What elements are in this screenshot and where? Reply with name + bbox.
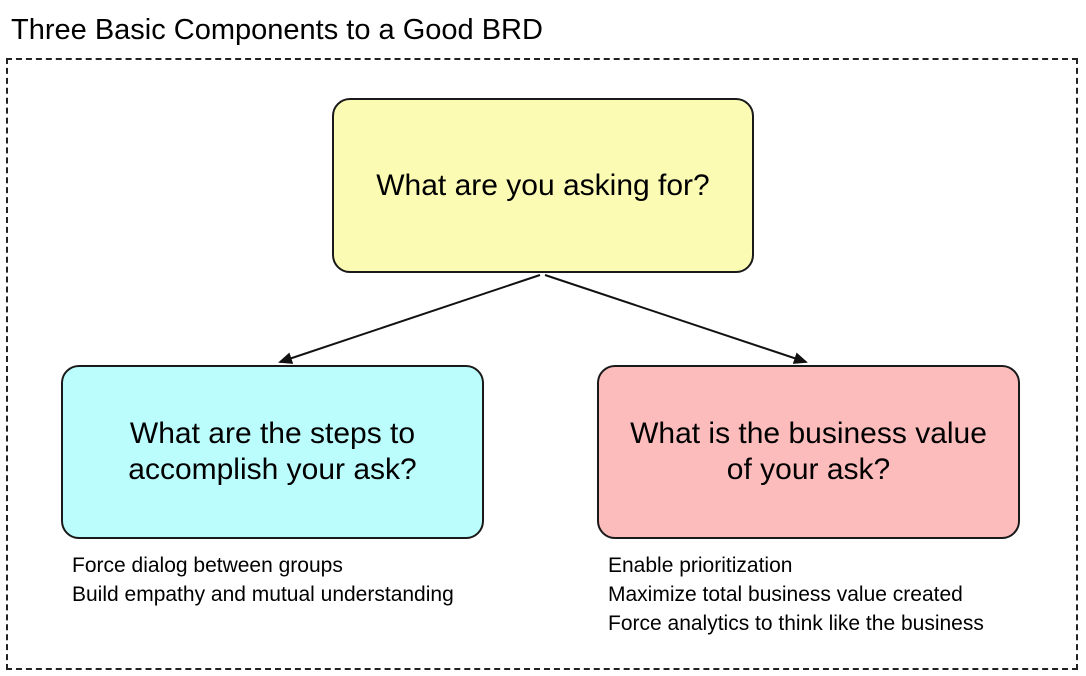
diagram-title: Three Basic Components to a Good BRD bbox=[11, 14, 543, 46]
node-asking-for: What are you asking for? bbox=[332, 98, 754, 273]
business-value-note: Enable prioritization bbox=[608, 554, 793, 577]
arrow-to-business-value bbox=[544, 274, 808, 364]
node-business-value-label-line2: of your ask? bbox=[726, 453, 891, 486]
node-steps-label-line2: accomplish your ask? bbox=[128, 453, 417, 486]
steps-notes: Force dialog between groups Build empath… bbox=[72, 551, 454, 609]
node-business-value-label-line1: What is the business value bbox=[630, 417, 987, 450]
business-value-note: Maximize total business value created bbox=[608, 583, 963, 606]
node-steps: What are the steps to accomplish your as… bbox=[61, 365, 484, 539]
dashed-frame bbox=[6, 58, 1078, 670]
node-steps-label-line1: What are the steps to bbox=[129, 417, 416, 450]
business-value-notes: Enable prioritization Maximize total bus… bbox=[608, 551, 984, 638]
arrow-to-steps bbox=[278, 274, 541, 364]
node-business-value: What is the business value of your ask? bbox=[597, 365, 1020, 539]
node-asking-for-label: What are you asking for? bbox=[376, 168, 710, 202]
business-value-note: Force analytics to think like the busine… bbox=[608, 612, 984, 635]
steps-note: Build empathy and mutual understanding bbox=[72, 583, 454, 606]
steps-note: Force dialog between groups bbox=[72, 554, 343, 577]
